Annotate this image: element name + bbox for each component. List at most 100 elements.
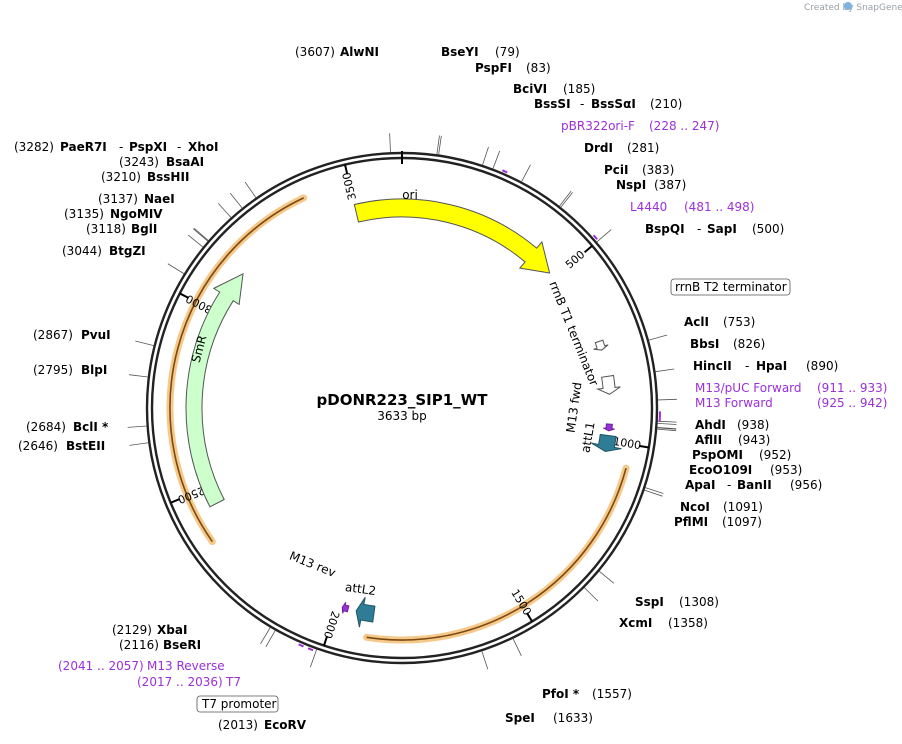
site-enzyme: BanII	[737, 478, 772, 492]
site-pos: (2116)	[119, 638, 159, 652]
insert-arc-line	[366, 467, 627, 641]
primer-mark	[501, 169, 508, 174]
tick-mark	[526, 612, 533, 622]
site-enzyme: ApaI	[685, 478, 715, 492]
site-leader	[260, 627, 271, 645]
insert-arcs	[166, 194, 630, 644]
site-pos: (281)	[627, 141, 659, 155]
site-enzyme: NgoMIV	[110, 207, 163, 221]
site-enzyme: PflMI	[674, 515, 708, 529]
site-leader	[193, 227, 209, 241]
site-leader	[229, 192, 243, 209]
site-leader	[167, 263, 185, 275]
site-pos: (1557)	[592, 687, 632, 701]
site-pos: (890)	[806, 359, 838, 373]
site-enzyme: HpaI	[756, 359, 787, 373]
primer-name: M13/pUC Forward	[695, 381, 802, 395]
site-leader	[657, 398, 677, 401]
site-enzyme: BssSαI	[591, 97, 636, 111]
ori-arrow	[353, 198, 551, 274]
site-enzyme: BssSI	[534, 97, 571, 111]
site-enzyme: BssHII	[147, 170, 189, 184]
t7-promoter-box	[196, 695, 279, 713]
site-enzyme: BseRI	[163, 638, 201, 652]
site-enzyme: BciVI	[513, 82, 547, 96]
primer-range: (911 .. 933)	[817, 381, 887, 395]
restriction-sites: (3607) AlwNI BseYI (79) PspFI (83) BciVI…	[14, 45, 887, 732]
site-pos: (3118)	[86, 222, 126, 236]
site-enzyme: BtgZI	[109, 244, 146, 258]
site-pos: (3282)	[14, 140, 54, 154]
site-pos: (387)	[654, 178, 686, 192]
feature-label-m13rev: M13 rev	[287, 549, 337, 580]
site-pos: (2013)	[218, 718, 258, 732]
tick-label: 1000	[612, 435, 642, 452]
tick-label: 3500	[340, 171, 359, 201]
site-pos: (2867)	[33, 328, 73, 342]
site-pos: (500)	[752, 222, 784, 236]
insert-arc-glow	[363, 464, 630, 644]
site-enzyme: SapI	[707, 222, 737, 236]
feature-label-m13fwd: M13 fwd	[564, 381, 585, 433]
feature-label-smr: SmR	[189, 334, 210, 364]
site-enzyme: DrdI	[584, 141, 613, 155]
site-enzyme: BsaAI	[166, 155, 204, 169]
site-enzyme: SspI	[635, 595, 664, 609]
plasmid-title-group: pDONR223_SIP1_WT 3633 bp	[317, 391, 489, 423]
svg-text:-: -	[727, 478, 731, 492]
site-enzyme: PspFI	[475, 61, 512, 75]
site-enzyme: PaeR7I	[60, 140, 107, 154]
site-leader	[187, 234, 204, 248]
site-enzyme: BclI *	[73, 420, 109, 434]
site-leader	[655, 368, 675, 373]
site-leader	[217, 203, 232, 218]
tick-mark	[638, 444, 650, 449]
primer-range: (2041 .. 2057)	[58, 659, 144, 673]
site-enzyme: XbaI	[157, 623, 187, 637]
label-leaders	[127, 133, 677, 670]
plasmid-name: pDONR223_SIP1_WT	[317, 391, 489, 409]
site-pos: (826)	[733, 337, 765, 351]
site-leader	[128, 374, 148, 378]
site-pos: (953)	[770, 463, 802, 477]
site-leader	[438, 135, 442, 155]
site-pos: (943)	[738, 433, 770, 447]
svg-text:-: -	[119, 140, 123, 154]
site-pos: (753)	[723, 315, 755, 329]
site-leader	[265, 630, 276, 648]
site-enzyme: AflII	[695, 433, 722, 447]
rrnb-t1-arrow	[595, 374, 621, 395]
smr-arrow	[185, 273, 244, 508]
site-leader	[598, 570, 615, 584]
site-pos: (1633)	[553, 711, 593, 725]
rrnb-t2-arrow	[593, 339, 609, 351]
site-leader	[129, 442, 149, 446]
site-pos: (3135)	[64, 207, 104, 221]
primer-range: (481 .. 498)	[684, 200, 754, 214]
snapgene-credit: Created by SnapGene	[804, 2, 902, 13]
site-enzyme: NspI	[616, 178, 646, 192]
site-leader	[584, 587, 599, 602]
site-pos: (2646)	[18, 439, 58, 453]
site-pos: (1097)	[722, 515, 762, 529]
site-enzyme: PfoI *	[542, 687, 580, 701]
site-pos: (952)	[759, 448, 791, 462]
site-leader	[135, 340, 154, 347]
site-pos: (383)	[642, 163, 674, 177]
plasmid-size: 3633 bp	[377, 409, 427, 423]
svg-text:-: -	[177, 140, 181, 154]
site-pos: (3243)	[119, 155, 159, 169]
site-enzyme: AhdI	[695, 418, 726, 432]
rrnb-t2-box	[670, 278, 791, 296]
site-enzyme: BglI	[131, 222, 157, 236]
tick-mark	[583, 245, 593, 254]
site-pos: (2684)	[26, 420, 66, 434]
site-enzyme: AclI	[684, 315, 709, 329]
site-enzyme: SpeI	[505, 711, 535, 725]
site-enzyme: NcoI	[680, 500, 710, 514]
site-leader	[644, 489, 663, 497]
svg-text:-: -	[580, 97, 584, 111]
tick-mark	[323, 635, 329, 646]
site-leader	[645, 487, 664, 494]
site-pos: (956)	[790, 478, 822, 492]
